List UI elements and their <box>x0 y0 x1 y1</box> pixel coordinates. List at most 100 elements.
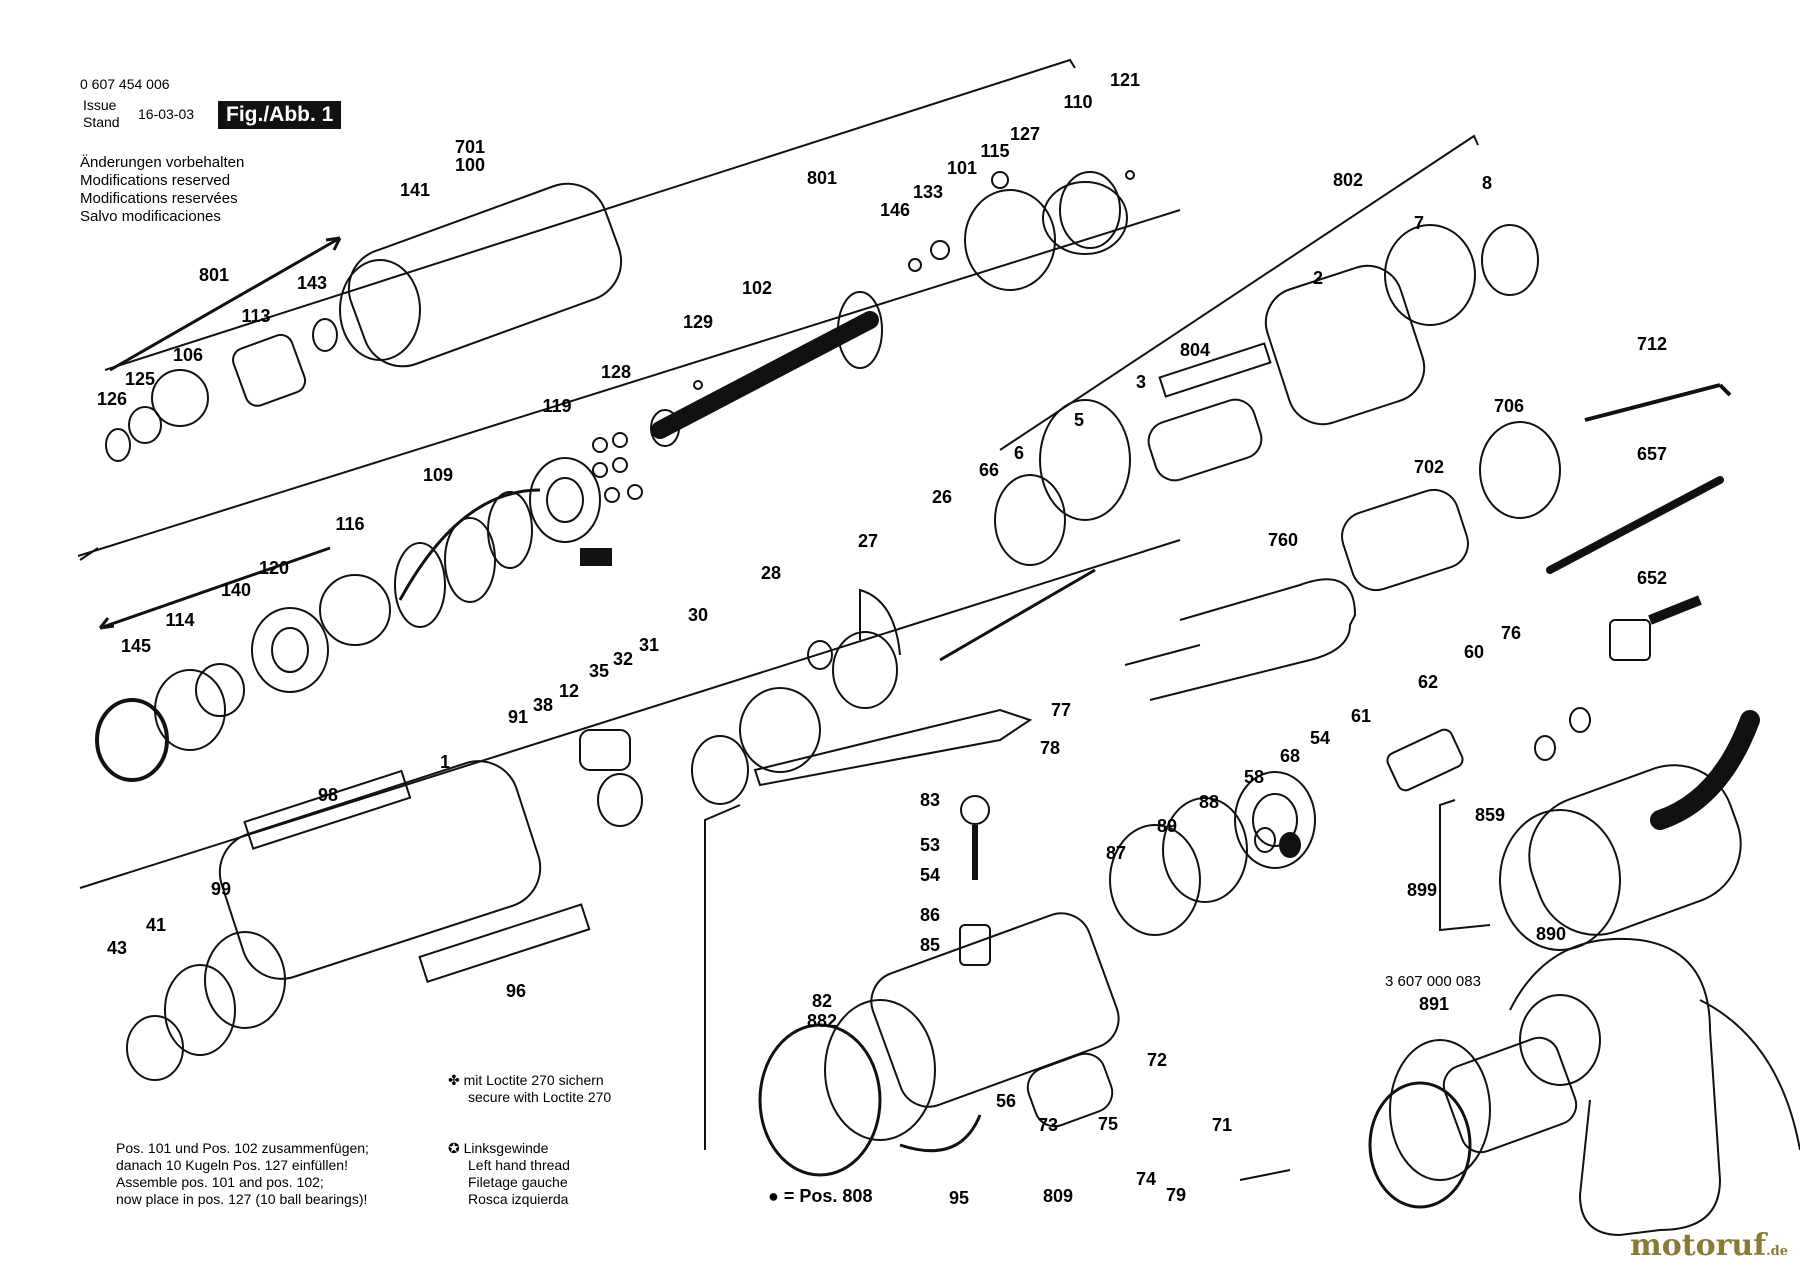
note-line: Modifications reserved <box>80 172 231 189</box>
watermark: motoruf.de <box>1630 1228 1788 1263</box>
part-number: 0 607 454 006 <box>80 76 170 92</box>
part-label: 96 <box>505 981 527 1001</box>
part-label: 882 <box>806 1011 838 1031</box>
part-label: 1 <box>439 752 451 772</box>
part-label: 77 <box>1050 700 1072 720</box>
part-label: 53 <box>919 835 941 855</box>
part-label: 801 <box>806 168 838 188</box>
figure-label: Fig./Abb. 1 <box>218 101 342 129</box>
part-label: 133 <box>912 182 944 202</box>
part-label: 143 <box>296 273 328 293</box>
part-label: 891 <box>1418 994 1450 1014</box>
part-label: 76 <box>1500 623 1522 643</box>
assembly-line: now place in pos. 127 (10 ball bearings)… <box>116 1191 368 1207</box>
part-label: 106 <box>172 345 204 365</box>
left-thread-note: ✪ Linksgewinde Left hand thread Filetage… <box>448 1140 570 1208</box>
part-label: 652 <box>1636 568 1668 588</box>
part-label: 28 <box>760 563 782 583</box>
part-label: 899 <box>1406 880 1438 900</box>
part-label: 101 <box>946 158 978 178</box>
part-label: 804 <box>1179 340 1211 360</box>
stand-label: Stand <box>83 114 120 130</box>
kit-number: 3 607 000 083 <box>1385 973 1481 990</box>
part-label: 30 <box>687 605 709 625</box>
assembly-note: Pos. 101 und Pos. 102 zusammenfügen; dan… <box>116 1140 369 1208</box>
part-label: 5 <box>1073 410 1085 430</box>
part-label: 99 <box>210 879 232 899</box>
part-label: 12 <box>558 681 580 701</box>
part-label: 79 <box>1165 1185 1187 1205</box>
part-label: 26 <box>931 487 953 507</box>
loctite-line: secure with Loctite 270 <box>468 1089 612 1105</box>
part-label: 82 <box>811 991 833 1011</box>
pistol-handle-shape <box>1509 937 1722 1237</box>
part-label: 109 <box>422 465 454 485</box>
part-label: 54 <box>1309 728 1331 748</box>
part-label: 128 <box>600 362 632 382</box>
pos-reference-text: = Pos. 808 <box>783 1186 873 1206</box>
note-line: Modifications reservées <box>80 190 238 207</box>
part-label: 7 <box>1413 213 1425 233</box>
housing-shape <box>218 760 542 980</box>
watermark-brand: motoruf <box>1629 1228 1767 1263</box>
part-label: 58 <box>1243 767 1265 787</box>
part-label: 114 <box>165 610 195 630</box>
part-label: 126 <box>96 389 128 409</box>
part-label: 100 <box>454 155 486 175</box>
part-label: 120 <box>258 558 290 578</box>
left-thread-line: Filetage gauche <box>468 1174 568 1190</box>
part-label: 6 <box>1013 443 1025 463</box>
part-label: 145 <box>120 636 152 656</box>
part-label: 8 <box>1481 173 1493 193</box>
loctite-icon: ✤ <box>448 1072 460 1088</box>
part-label: 140 <box>220 580 252 600</box>
part-label: 62 <box>1417 672 1439 692</box>
part-label: 38 <box>532 695 554 715</box>
part-label: 801 <box>198 265 230 285</box>
part-label: 701 <box>454 137 486 157</box>
part-label: 78 <box>1039 738 1061 758</box>
part-label: 890 <box>1535 924 1567 944</box>
bullet-icon: ● <box>768 1186 779 1206</box>
rotor-bearing-shape <box>964 189 1056 291</box>
assembly-line: danach 10 Kugeln Pos. 127 einfüllen! <box>116 1157 348 1173</box>
part-label: 127 <box>1009 124 1041 144</box>
part-label: 802 <box>1332 170 1364 190</box>
part-label: 859 <box>1474 805 1506 825</box>
modifications-note: Änderungen vorbehalten Modifications res… <box>80 154 244 226</box>
part-label: 102 <box>741 278 773 298</box>
handle-hose-shape <box>1528 764 1742 936</box>
part-label: 91 <box>507 707 529 727</box>
issue-label: Issue <box>83 97 117 113</box>
left-thread-line: Rosca izquierda <box>468 1191 569 1207</box>
part-label: 31 <box>638 635 660 655</box>
part-label: 72 <box>1146 1050 1168 1070</box>
cylinder-shape <box>1264 264 1426 426</box>
handle-front-shape <box>339 259 421 361</box>
left-thread-icon: ✪ <box>448 1140 460 1156</box>
part-label: 115 <box>980 141 1010 161</box>
part-label: 27 <box>857 531 879 551</box>
part-label: 68 <box>1279 746 1301 766</box>
part-label: 56 <box>995 1091 1017 1111</box>
part-label: 116 <box>335 514 365 534</box>
issue-date: 16-03-03 <box>138 106 195 122</box>
part-label: 702 <box>1413 457 1445 477</box>
part-label: 54 <box>919 865 941 885</box>
pos-reference: ● = Pos. 808 <box>768 1186 873 1206</box>
part-label: 66 <box>978 460 1000 480</box>
part-label: 119 <box>542 396 572 416</box>
part-label: 88 <box>1198 792 1220 812</box>
part-label: 706 <box>1493 396 1525 416</box>
part-label: 87 <box>1105 843 1127 863</box>
note-line: Salvo modificaciones <box>80 208 221 225</box>
part-label: 61 <box>1350 706 1372 726</box>
part-label: 98 <box>317 785 339 805</box>
assembly-line: Pos. 101 und Pos. 102 zusammenfügen; <box>116 1140 369 1156</box>
part-label: 141 <box>399 180 431 200</box>
part-label: 712 <box>1636 334 1668 354</box>
part-label: 60 <box>1463 642 1485 662</box>
part-label: 146 <box>879 200 911 220</box>
part-label: 110 <box>1063 92 1093 112</box>
